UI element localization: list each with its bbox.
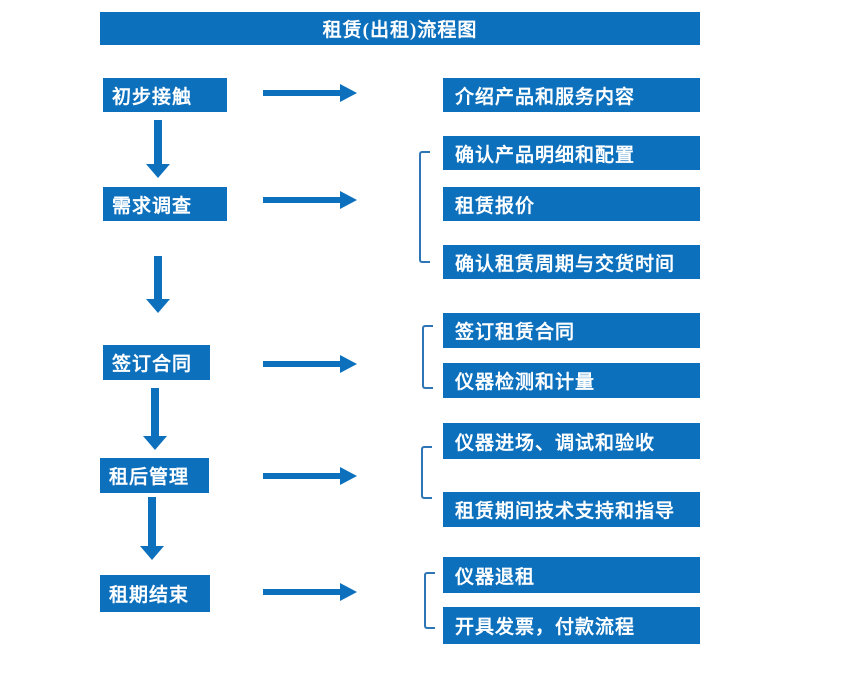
right-arrow-connector-2 [263, 191, 357, 209]
arrow-head-icon [340, 467, 357, 485]
stage-box-rental-end: 租期结束 [100, 575, 210, 612]
arrow-shaft [154, 120, 162, 165]
detail-box-instrument-return: 仪器退租 [443, 557, 700, 593]
down-arrow-connector-4 [140, 497, 164, 560]
arrow-head-icon [340, 84, 357, 102]
arrow-head-icon [140, 546, 164, 560]
group-bracket-post-rental [421, 446, 432, 499]
arrow-shaft [263, 90, 341, 96]
detail-box-instrument-setup: 仪器进场、调试和验收 [443, 423, 700, 459]
arrow-shaft [263, 197, 341, 203]
detail-box-introduce-products: 介绍产品和服务内容 [443, 78, 700, 112]
detail-box-confirm-product-config: 确认产品明细和配置 [443, 136, 700, 170]
stage-box-post-rental-management: 租后管理 [100, 458, 209, 493]
down-arrow-connector-1 [146, 120, 170, 178]
detail-box-tech-support: 租赁期间技术支持和指导 [443, 492, 700, 527]
right-arrow-connector-5 [263, 583, 357, 601]
group-bracket-rental-end [424, 572, 435, 629]
group-bracket-sign-contract [422, 325, 433, 389]
down-arrow-connector-3 [143, 388, 167, 450]
arrow-head-icon [340, 191, 357, 209]
right-arrow-connector-4 [263, 467, 357, 485]
arrow-head-icon [146, 299, 170, 313]
group-bracket-demand-survey [419, 151, 430, 263]
stage-box-demand-survey: 需求调查 [103, 187, 227, 221]
detail-box-rental-quote: 租赁报价 [443, 187, 700, 221]
down-arrow-connector-2 [146, 256, 170, 313]
stage-box-initial-contact: 初步接触 [103, 78, 227, 112]
arrow-shaft [151, 388, 159, 437]
detail-box-confirm-period-delivery: 确认租赁周期与交货时间 [443, 245, 700, 279]
detail-box-invoice-payment: 开具发票，付款流程 [443, 607, 700, 644]
right-arrow-connector-1 [263, 84, 357, 102]
arrow-head-icon [340, 583, 357, 601]
detail-box-sign-rental-contract: 签订租赁合同 [443, 313, 700, 348]
detail-box-instrument-inspection: 仪器检测和计量 [443, 363, 700, 398]
arrow-shaft [263, 473, 341, 479]
arrow-shaft [154, 256, 162, 300]
arrow-head-icon [340, 355, 357, 373]
flowchart-title: 租赁(出租)流程图 [100, 12, 700, 45]
arrow-shaft [148, 497, 156, 547]
arrow-head-icon [146, 164, 170, 178]
arrow-shaft [263, 361, 341, 367]
stage-box-sign-contract: 签订合同 [103, 345, 210, 380]
right-arrow-connector-3 [263, 355, 357, 373]
arrow-head-icon [143, 436, 167, 450]
arrow-shaft [263, 589, 341, 595]
